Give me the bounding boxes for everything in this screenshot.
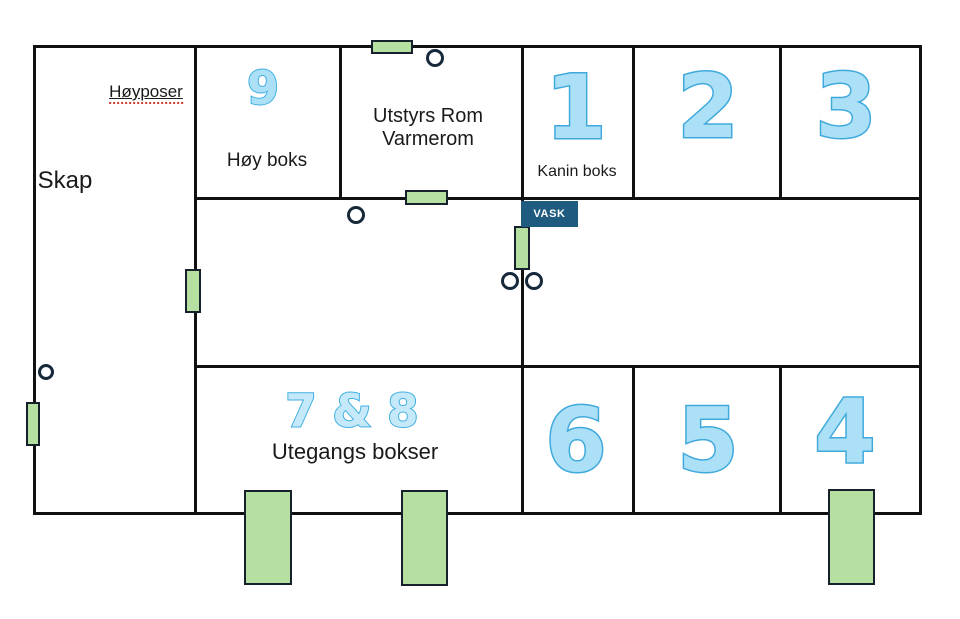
wall-room9-equipment <box>339 45 342 200</box>
equipment-room-line1: Utstyrs Rom <box>373 105 483 127</box>
circle-marker-corridor <box>347 206 365 224</box>
equipment-room-label: Utstyrs Rom Varmerom <box>373 105 483 151</box>
kanin-boks-label: Kanin boks <box>537 163 617 180</box>
wall-outer-bottom <box>33 512 922 515</box>
hoyposer-label: Høyposer <box>109 82 183 104</box>
circle-marker-wash-left <box>501 272 519 290</box>
door-marker-outdoor-2 <box>401 490 448 586</box>
door-marker-wash <box>514 226 530 270</box>
circle-marker-equipment <box>426 49 444 67</box>
wall-outer-right <box>919 45 922 515</box>
wall-outer-top <box>33 45 922 48</box>
door-marker-outdoor-1 <box>244 490 292 585</box>
box9-number: 9 <box>246 61 280 115</box>
box3-number: 3 <box>814 55 878 158</box>
outdoor-boxes-label: Utegangs bokser <box>271 439 439 464</box>
wall-lower-horizontal <box>194 365 922 368</box>
door-marker-equipment-top <box>371 40 413 54</box>
hoyposer-text: Høyposer <box>109 82 183 104</box>
wall-outer-left <box>33 45 36 515</box>
vask-badge: VASK <box>521 201 578 227</box>
door-marker-outer-left <box>26 402 40 446</box>
skap-room-label: Skap <box>37 167 93 194</box>
door-marker-corridor-left <box>185 269 201 313</box>
hay-box-label: Høy boks <box>226 150 308 171</box>
equipment-room-line2: Varmerom <box>382 128 474 150</box>
wall-box1-box2 <box>632 45 635 200</box>
door-marker-equipment-bottom <box>405 190 448 205</box>
circle-marker-skap <box>38 364 54 380</box>
wall-center-vertical <box>521 45 524 515</box>
door-marker-box4 <box>828 489 875 585</box>
box4-number: 4 <box>813 380 877 483</box>
wall-upper-horizontal <box>194 197 922 200</box>
box5-number: 5 <box>676 389 740 492</box>
wall-box5-box4 <box>779 365 782 515</box>
circle-marker-wash-right <box>525 272 543 290</box>
box1-number: 1 <box>544 56 608 159</box>
box6-number: 6 <box>544 389 608 492</box>
wall-box6-box5 <box>632 365 635 515</box>
wall-box2-box3 <box>779 45 782 200</box>
box2-number: 2 <box>676 55 740 158</box>
outdoor-boxes-number: 7 & 8 <box>284 384 419 438</box>
